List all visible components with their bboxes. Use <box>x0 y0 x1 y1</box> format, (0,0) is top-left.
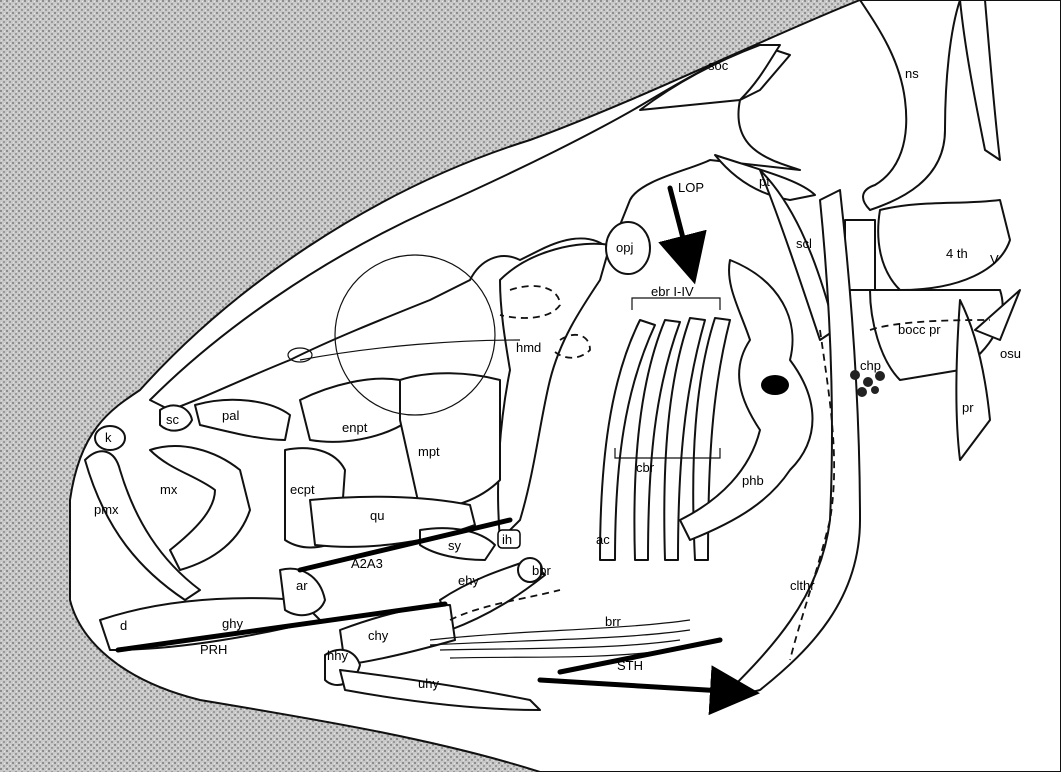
label-prh: PRH <box>200 642 227 657</box>
label-mx: mx <box>160 482 178 497</box>
label-a2a3: A2A3 <box>351 556 383 571</box>
label-ebr: ebr I-IV <box>651 284 694 299</box>
label-pt: pt <box>759 174 770 189</box>
label-4thv-sub: V <box>990 252 999 267</box>
label-ehy: ehy <box>458 573 479 588</box>
label-scl: scl <box>796 236 812 251</box>
label-enpt: enpt <box>342 420 368 435</box>
label-opj: opj <box>616 240 633 255</box>
label-bocc-pr: bocc pr <box>898 322 941 337</box>
label-pmx: pmx <box>94 502 119 517</box>
label-ih: ih <box>502 532 512 547</box>
label-hhy: hhy <box>327 648 348 663</box>
label-d: d <box>120 618 127 633</box>
label-bbr: bbr <box>532 563 551 578</box>
label-sy: sy <box>448 538 462 553</box>
label-sth: STH <box>617 658 643 673</box>
label-uhy: uhy <box>418 676 439 691</box>
label-ecpt: ecpt <box>290 482 315 497</box>
label-chy: chy <box>368 628 389 643</box>
label-sc: sc <box>166 412 180 427</box>
metapterygoid <box>400 373 500 510</box>
label-brr: brr <box>605 614 622 629</box>
label-lop: LOP <box>678 180 704 195</box>
label-clthr: clthr <box>790 578 815 593</box>
label-chp: chp <box>860 358 881 373</box>
label-hmd: hmd <box>516 340 541 355</box>
label-pr: pr <box>962 400 974 415</box>
label-ac: ac <box>596 532 610 547</box>
label-4thv: 4 th <box>946 246 968 261</box>
label-soc: soc <box>708 58 729 73</box>
label-pal: pal <box>222 408 239 423</box>
label-cbr: cbr <box>636 460 655 475</box>
label-phb: phb <box>742 473 764 488</box>
label-k: k <box>105 430 112 445</box>
label-osu: osu <box>1000 346 1021 361</box>
label-ghy: ghy <box>222 616 243 631</box>
label-qu: qu <box>370 508 384 523</box>
label-mpt: mpt <box>418 444 440 459</box>
label-ar: ar <box>296 578 308 593</box>
label-ns: ns <box>905 66 919 81</box>
